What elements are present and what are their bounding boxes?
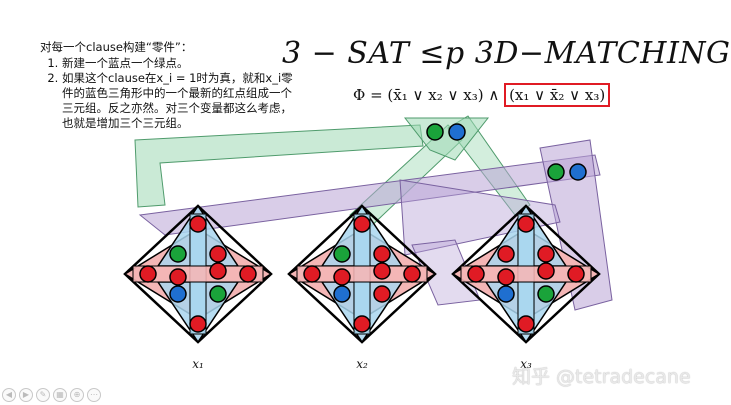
gadget-node-8	[373, 285, 391, 303]
gadget-node-10	[537, 262, 555, 280]
clause-1-node-blue	[448, 123, 466, 141]
gadget-node-7	[333, 285, 351, 303]
gadget-node-5	[333, 245, 351, 263]
gadget-node-7	[169, 285, 187, 303]
gadget-node-2	[353, 315, 371, 333]
notes-item-2: 如果这个clause在x_i = 1时为真，就和x_i零件的蓝色三角形中的一个最…	[62, 71, 295, 131]
gadget-node-4	[567, 265, 585, 283]
gadget-node-1	[517, 215, 535, 233]
gadget-x2: x₂	[287, 204, 437, 371]
prev-icon[interactable]: ◀	[2, 388, 16, 402]
gadget-node-8	[537, 285, 555, 303]
explanation-notes: 对每一个clause构建“零件”： 新建一个蓝点一个绿点。 如果这个clause…	[40, 40, 295, 131]
gadget-node-5	[497, 245, 515, 263]
gadget-node-1	[189, 215, 207, 233]
gadget-node-6	[373, 245, 391, 263]
purple-band-3	[399, 179, 561, 256]
gadget-node-2	[189, 315, 207, 333]
clause-1-node-green	[426, 123, 444, 141]
gadget-node-3	[467, 265, 485, 283]
gadget-node-2	[517, 315, 535, 333]
gadget-node-9	[169, 268, 187, 286]
gadget-node-8	[209, 285, 227, 303]
clause-2-node-blue	[569, 163, 587, 181]
clause-2-node-green	[547, 163, 565, 181]
notes-list: 新建一个蓝点一个绿点。 如果这个clause在x_i = 1时为真，就和x_i零…	[40, 56, 295, 131]
gadget-node-5	[169, 245, 187, 263]
gadget-x1: x₁	[123, 204, 273, 371]
slide-title: 3 − SAT ≤p 3D−MATCHING	[282, 36, 731, 71]
gadget-node-10	[209, 262, 227, 280]
clause-1-region	[403, 117, 490, 161]
formula-highlighted-clause: (x₁ ∨ x̄₂ ∨ x₃)	[504, 83, 611, 107]
horizontal-bar	[460, 265, 592, 283]
gadget-node-6	[209, 245, 227, 263]
horizontal-bar	[296, 265, 428, 283]
gadget-node-9	[333, 268, 351, 286]
watermark: 知乎 @tetradecane	[512, 366, 691, 388]
cnf-formula: Φ = (x̄₁ ∨ x₂ ∨ x₃) ∧ (x₁ ∨ x̄₂ ∨ x₃)	[353, 83, 611, 107]
purple-band-1	[138, 154, 601, 236]
gadget-label-x1: x₁	[192, 357, 204, 371]
gadget-node-9	[497, 268, 515, 286]
gadget-node-1	[353, 215, 371, 233]
gadget-label-x2: x₂	[356, 357, 368, 371]
zoom-icon[interactable]: ⊕	[70, 388, 84, 402]
slides-icon[interactable]: ▦	[53, 388, 67, 402]
gadget-label-x3: x₃	[520, 357, 532, 371]
clause-bands	[134, 115, 613, 311]
more-icon[interactable]: ⋯	[87, 388, 101, 402]
gadget-node-4	[239, 265, 257, 283]
formula-prefix: Φ = (x̄₁ ∨ x₂ ∨ x₃) ∧	[353, 86, 505, 104]
gadget-x3: x₃	[451, 204, 601, 371]
gadget-node-3	[303, 265, 321, 283]
notes-intro: 对每一个clause构建“零件”：	[40, 40, 193, 54]
gadget-node-7	[497, 285, 515, 303]
pen-icon[interactable]: ✎	[36, 388, 50, 402]
gadget-node-10	[373, 262, 391, 280]
gadget-node-3	[139, 265, 157, 283]
horizontal-bar	[132, 265, 264, 283]
gadget-node-6	[537, 245, 555, 263]
gadget-node-4	[403, 265, 421, 283]
next-icon[interactable]: ▶	[19, 388, 33, 402]
notes-item-1: 新建一个蓝点一个绿点。	[62, 56, 295, 71]
slideshow-toolbar: ◀ ▶ ✎ ▦ ⊕ ⋯	[2, 388, 101, 402]
